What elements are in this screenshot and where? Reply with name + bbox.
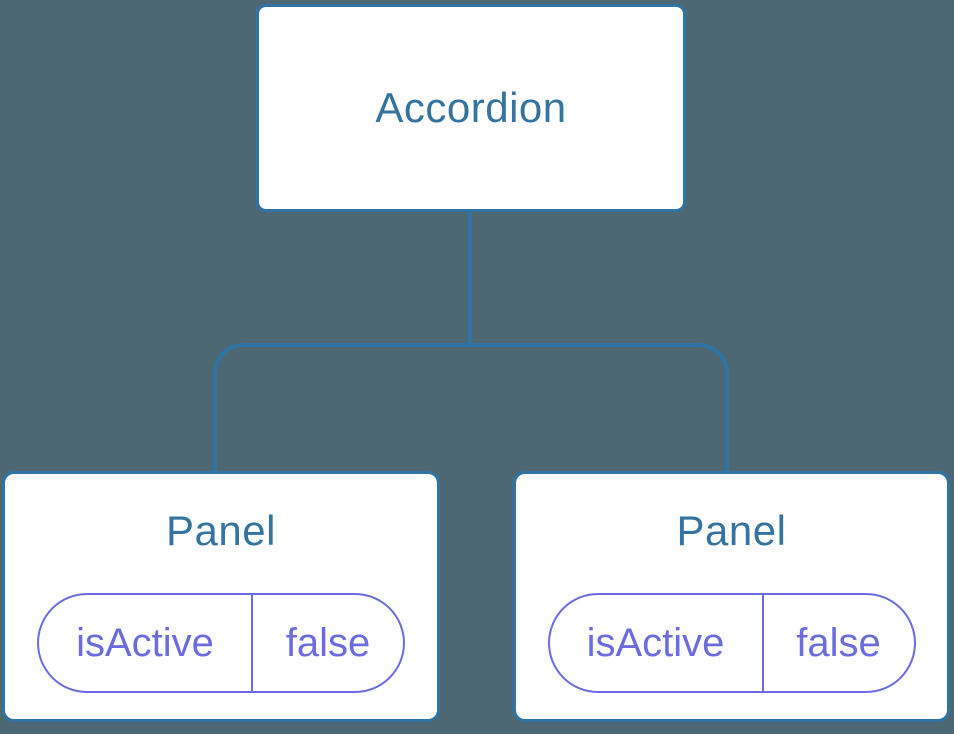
- state-value: false: [285, 620, 371, 665]
- connector-bracket-line: [213, 343, 729, 471]
- state-pill: isActive false: [547, 593, 916, 693]
- panel-node-label: Panel: [166, 507, 276, 554]
- tree-node-panel-left: Panel isActive false: [2, 471, 440, 722]
- tree-node-accordion: Accordion: [256, 4, 686, 212]
- state-value: false: [796, 620, 881, 665]
- accordion-node-label: Accordion: [375, 84, 567, 131]
- connector-stem-line: [468, 211, 472, 347]
- state-key: isActive: [39, 595, 253, 691]
- state-pill: isActive false: [37, 593, 405, 693]
- state-key: isActive: [550, 595, 764, 691]
- panel-node-label: Panel: [676, 507, 787, 554]
- tree-node-panel-right: Panel isActive false: [513, 471, 950, 722]
